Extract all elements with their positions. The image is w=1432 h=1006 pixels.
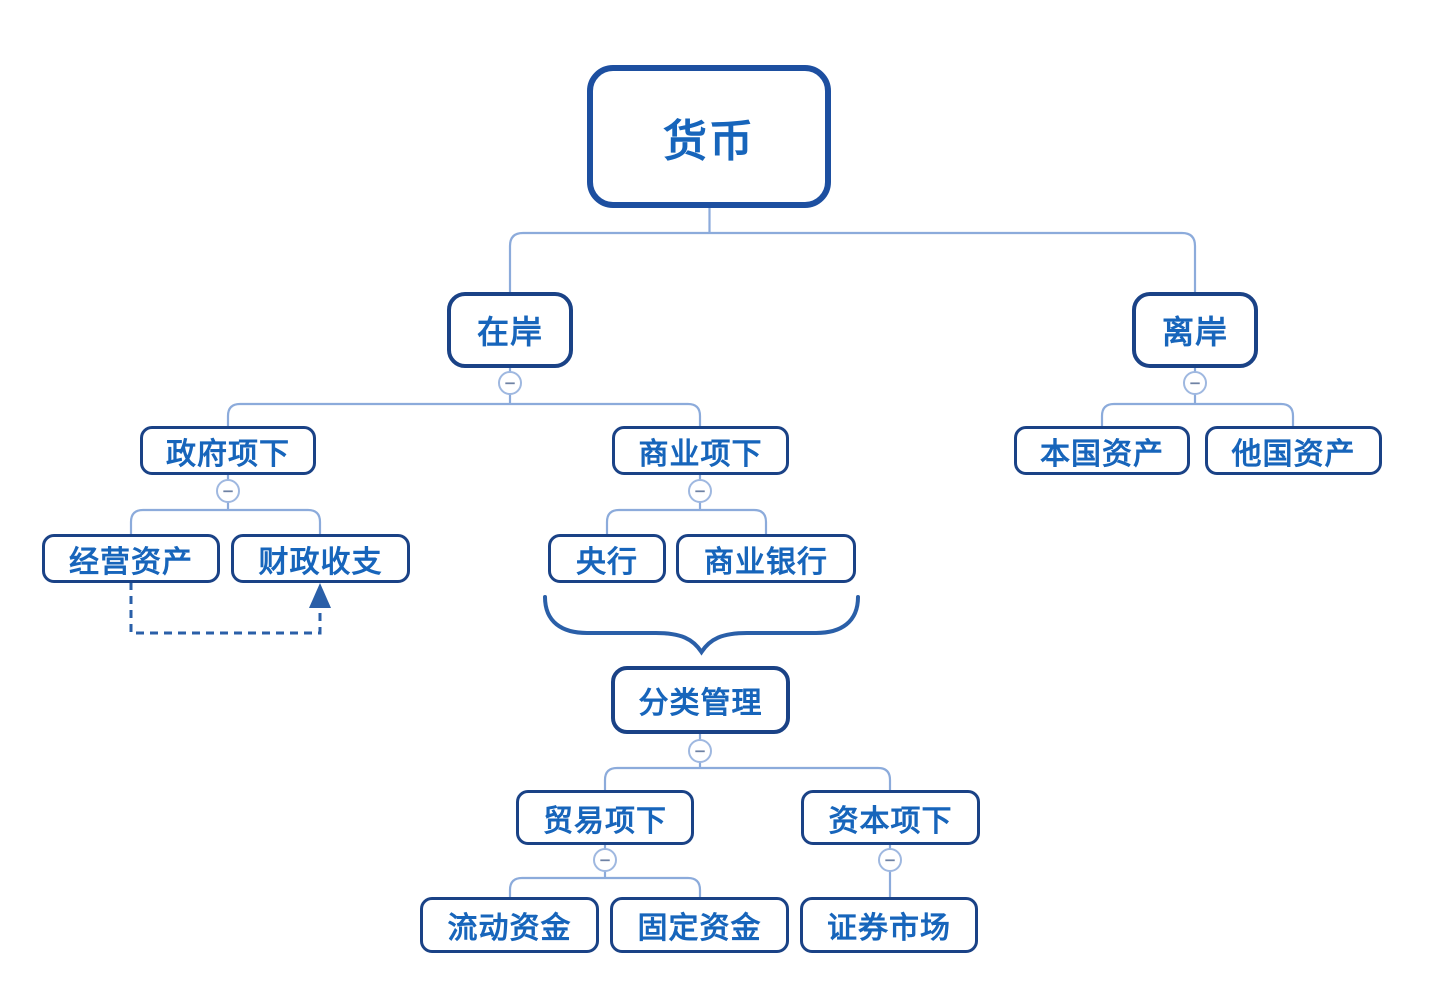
node-operating-assets[interactable]: 经营资产 <box>42 534 220 583</box>
node-government-account-label: 政府项下 <box>166 436 290 472</box>
minus-icon: − <box>503 373 517 392</box>
node-fiscal-balance-label: 财政收支 <box>258 544 383 580</box>
edge-onshore-children <box>226 368 702 426</box>
node-foreign-assets-label: 他国资产 <box>1231 436 1356 472</box>
node-fixed-capital[interactable]: 固定资金 <box>610 897 789 953</box>
edge-root-children <box>508 208 1197 292</box>
edge-classified-children <box>603 734 892 790</box>
minus-icon: − <box>883 850 897 869</box>
collapse-toggle-capital[interactable]: − <box>878 848 902 872</box>
node-offshore[interactable]: 离岸 <box>1132 292 1258 368</box>
node-capital-account-label: 资本项下 <box>828 803 953 839</box>
node-operating-assets-label: 经营资产 <box>69 544 193 580</box>
node-domestic-assets-label: 本国资产 <box>1040 436 1164 472</box>
node-onshore[interactable]: 在岸 <box>447 292 573 368</box>
collapse-toggle-commercial[interactable]: − <box>688 479 712 503</box>
dashed-arrow-line <box>129 582 322 635</box>
node-fiscal-balance[interactable]: 财政收支 <box>231 534 410 583</box>
edge-commercial-children <box>605 474 768 534</box>
node-onshore-label: 在岸 <box>476 313 543 351</box>
minus-icon: − <box>221 481 235 500</box>
curly-brace <box>543 595 860 656</box>
minus-icon: − <box>693 481 707 500</box>
node-classified-management[interactable]: 分类管理 <box>611 666 790 734</box>
node-currency-label: 货币 <box>663 115 755 167</box>
node-foreign-assets[interactable]: 他国资产 <box>1205 426 1382 475</box>
node-domestic-assets[interactable]: 本国资产 <box>1014 426 1190 475</box>
collapse-toggle-onshore[interactable]: − <box>498 371 522 395</box>
node-capital-account[interactable]: 资本项下 <box>801 790 980 845</box>
collapse-toggle-offshore[interactable]: − <box>1183 371 1207 395</box>
node-trade-account-label: 贸易项下 <box>543 803 667 839</box>
node-currency[interactable]: 货币 <box>587 65 831 208</box>
node-government-account[interactable]: 政府项下 <box>140 426 316 475</box>
node-securities-market[interactable]: 证券市场 <box>800 897 978 953</box>
node-offshore-label: 离岸 <box>1161 313 1228 351</box>
node-working-capital-label: 流动资金 <box>447 911 572 946</box>
node-commercial-account[interactable]: 商业项下 <box>612 426 789 475</box>
collapse-toggle-government[interactable]: − <box>216 479 240 503</box>
node-classified-management-label: 分类管理 <box>638 686 763 721</box>
node-securities-market-label: 证券市场 <box>827 911 951 946</box>
node-fixed-capital-label: 固定资金 <box>637 911 762 946</box>
node-commercial-account-label: 商业项下 <box>638 436 763 472</box>
node-central-bank[interactable]: 央行 <box>548 534 666 583</box>
node-working-capital[interactable]: 流动资金 <box>420 897 599 953</box>
node-commercial-bank-label: 商业银行 <box>704 544 828 580</box>
node-trade-account[interactable]: 贸易项下 <box>516 790 694 845</box>
dashed-arrow-head <box>309 583 331 608</box>
collapse-toggle-classified[interactable]: − <box>688 739 712 763</box>
minus-icon: − <box>693 741 707 760</box>
minus-icon: − <box>598 850 612 869</box>
minus-icon: − <box>1188 373 1202 392</box>
collapse-toggle-trade[interactable]: − <box>593 848 617 872</box>
node-commercial-bank[interactable]: 商业银行 <box>676 534 856 583</box>
node-central-bank-label: 央行 <box>576 544 638 580</box>
